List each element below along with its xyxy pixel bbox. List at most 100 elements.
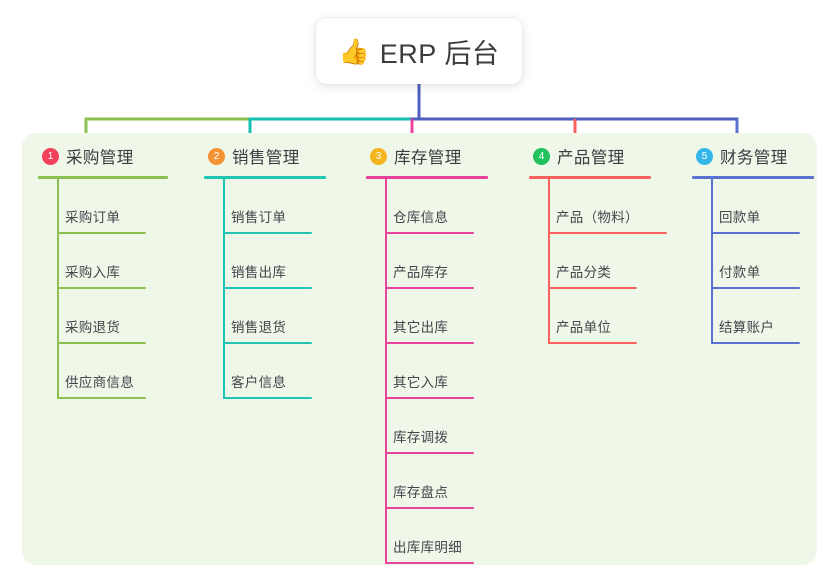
leaf-label: 回款单 — [719, 210, 761, 225]
leaf-underline — [549, 287, 637, 289]
leaf-stem — [385, 454, 387, 509]
branch-header-5[interactable]: 5 财务管理 — [690, 133, 839, 179]
leaf-list-3: 仓库信息产品库存其它出库其它入库库存调拨库存盘点出库库明细 — [364, 179, 524, 564]
leaf-underline — [58, 397, 146, 399]
leaf-label: 销售订单 — [231, 210, 287, 225]
leaf-underline — [58, 342, 146, 344]
leaf-stem — [385, 509, 387, 564]
leaf-label: 采购入库 — [65, 265, 121, 280]
leaf-label: 出库库明细 — [393, 540, 462, 555]
root-title: ERP 后台 — [379, 38, 500, 69]
branch-badge-5: 5 — [696, 147, 713, 165]
leaf-label: 销售出库 — [231, 265, 287, 280]
leaf-underline — [386, 342, 474, 344]
leaf-underline — [386, 397, 474, 399]
leaf-label: 库存调拨 — [393, 430, 449, 445]
leaf-stem — [223, 344, 225, 399]
leaf-stem — [385, 399, 387, 454]
leaf-stem — [548, 289, 550, 344]
leaf-underline — [549, 342, 637, 344]
leaf-item[interactable]: 采购退货 — [36, 289, 196, 344]
leaf-item[interactable]: 产品单位 — [527, 289, 687, 344]
leaf-stem — [711, 289, 713, 344]
leaf-item[interactable]: 结算账户 — [690, 289, 839, 344]
leaf-stem — [548, 234, 550, 289]
leaf-label: 产品单位 — [556, 320, 612, 335]
branch-title-5: 财务管理 — [720, 149, 788, 167]
leaf-item[interactable]: 采购入库 — [36, 234, 196, 289]
leaf-item[interactable]: 回款单 — [690, 179, 839, 234]
leaf-label: 其它入库 — [393, 375, 449, 390]
leaf-list-1: 采购订单采购入库采购退货供应商信息 — [36, 179, 196, 399]
root-node[interactable]: 👍 ERP 后台 — [316, 18, 522, 84]
branch-underline-5 — [692, 176, 814, 179]
leaf-item[interactable]: 供应商信息 — [36, 344, 196, 399]
leaf-label: 其它出库 — [393, 320, 449, 335]
leaf-stem — [385, 344, 387, 399]
leaf-label: 客户信息 — [231, 375, 287, 390]
leaf-underline — [224, 397, 312, 399]
leaf-underline — [58, 232, 146, 234]
branch-column-5: 5 财务管理回款单付款单结算账户 — [690, 133, 839, 344]
branch-badge-4: 4 — [533, 147, 550, 165]
leaf-stem — [57, 179, 59, 234]
branch-underline-1 — [38, 176, 168, 179]
leaf-stem — [711, 179, 713, 234]
leaf-underline — [386, 452, 474, 454]
leaf-item[interactable]: 其它入库 — [364, 344, 524, 399]
leaf-underline — [386, 232, 474, 234]
leaf-item[interactable]: 仓库信息 — [364, 179, 524, 234]
leaf-stem — [57, 344, 59, 399]
leaf-stem — [223, 289, 225, 344]
branch-badge-2: 2 — [208, 147, 225, 165]
branch-title-2: 销售管理 — [232, 149, 300, 167]
leaf-underline — [712, 342, 800, 344]
leaf-label: 结算账户 — [719, 320, 775, 335]
leaf-stem — [385, 179, 387, 234]
leaf-item[interactable]: 库存调拨 — [364, 399, 524, 454]
leaf-item[interactable]: 库存盘点 — [364, 454, 524, 509]
leaf-underline — [712, 287, 800, 289]
branch-panel — [22, 133, 817, 565]
leaf-item[interactable]: 其它出库 — [364, 289, 524, 344]
leaf-item[interactable]: 销售出库 — [202, 234, 362, 289]
leaf-label: 库存盘点 — [393, 485, 449, 500]
branch-badge-1: 1 — [42, 147, 59, 165]
leaf-label: 销售退货 — [231, 320, 287, 335]
branch-column-2: 2 销售管理销售订单销售出库销售退货客户信息 — [202, 133, 362, 399]
leaf-item[interactable]: 采购订单 — [36, 179, 196, 234]
leaf-underline — [712, 232, 800, 234]
leaf-item[interactable]: 销售订单 — [202, 179, 362, 234]
leaf-item[interactable]: 产品分类 — [527, 234, 687, 289]
leaf-underline — [224, 232, 312, 234]
leaf-label: 仓库信息 — [393, 210, 449, 225]
leaf-item[interactable]: 产品库存 — [364, 234, 524, 289]
branch-header-2[interactable]: 2 销售管理 — [202, 133, 362, 179]
leaf-item[interactable]: 出库库明细 — [364, 509, 524, 564]
leaf-label: 付款单 — [719, 265, 761, 280]
leaf-underline — [58, 287, 146, 289]
branch-underline-3 — [366, 176, 488, 179]
branch-badge-3: 3 — [370, 147, 387, 165]
leaf-stem — [57, 234, 59, 289]
leaf-item[interactable]: 付款单 — [690, 234, 839, 289]
leaf-stem — [548, 179, 550, 234]
leaf-label: 采购退货 — [65, 320, 121, 335]
leaf-underline — [386, 562, 474, 564]
leaf-item[interactable]: 客户信息 — [202, 344, 362, 399]
leaf-stem — [223, 234, 225, 289]
leaf-label: 产品分类 — [556, 265, 612, 280]
leaf-item[interactable]: 销售退货 — [202, 289, 362, 344]
leaf-label: 供应商信息 — [65, 375, 134, 390]
leaf-stem — [223, 179, 225, 234]
leaf-stem — [57, 289, 59, 344]
leaf-item[interactable]: 产品（物料） — [527, 179, 687, 234]
